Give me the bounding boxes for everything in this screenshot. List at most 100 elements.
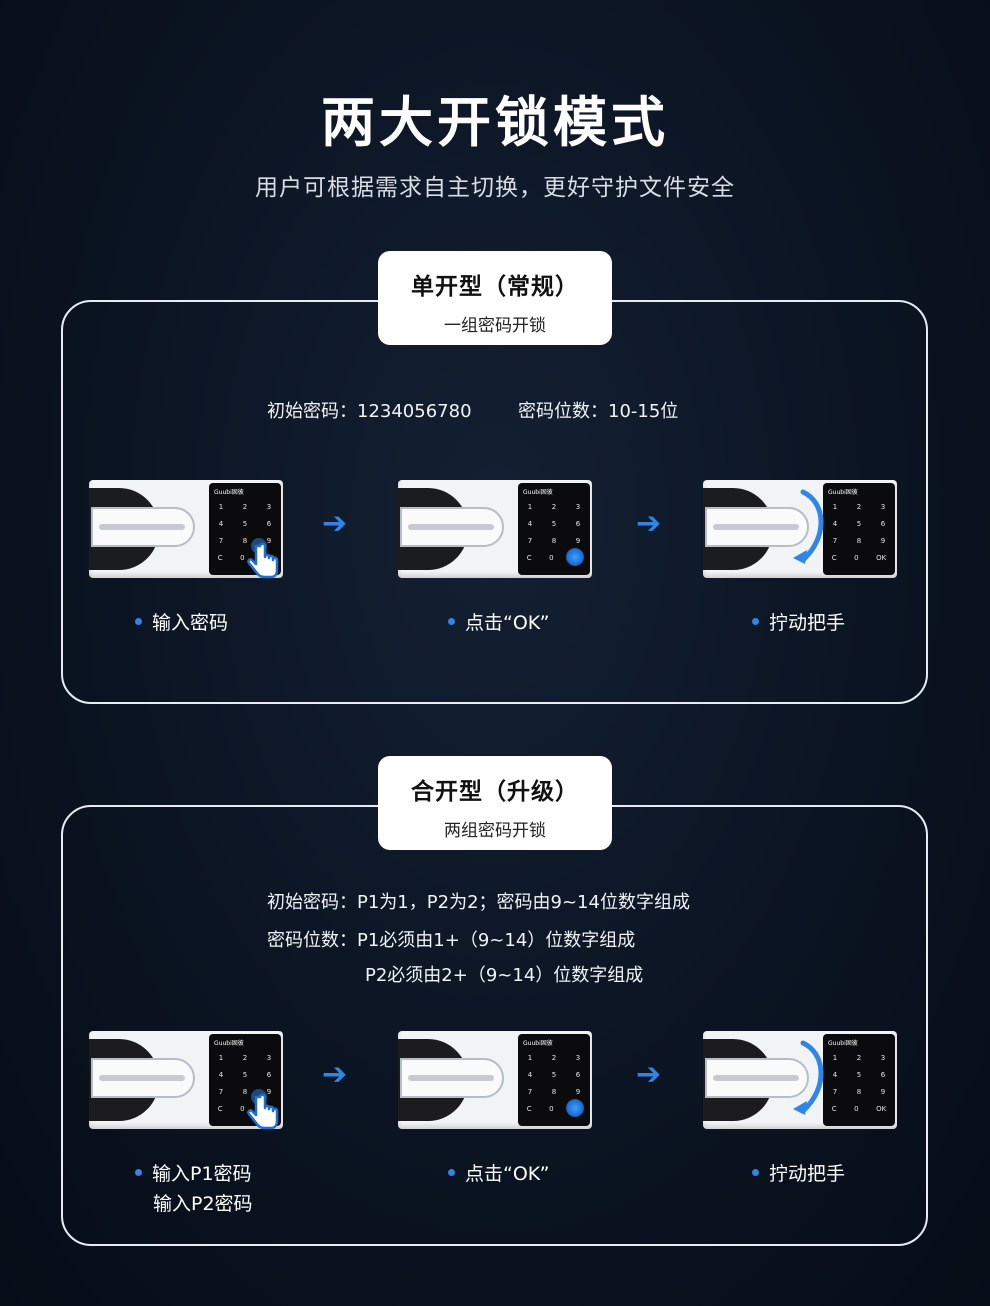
mode-desc: 两组密码开锁 <box>444 821 546 841</box>
keypad-key: 3 <box>575 503 581 511</box>
keypad-key: C <box>831 1105 837 1113</box>
info-password-length-p2: P2必须由2+（9~14）位数字组成 <box>365 965 644 986</box>
keypad-key: 8 <box>856 537 862 545</box>
step-label: 输入密码 <box>152 612 229 634</box>
lever-groove <box>408 1075 494 1081</box>
keypad-key: 2 <box>551 503 557 511</box>
keypad-key: 9 <box>880 1088 886 1096</box>
bullet-dot <box>135 618 142 625</box>
lever-groove <box>713 1075 799 1081</box>
keypad-key: OK <box>876 554 887 562</box>
step-label: 点击“OK” <box>465 612 550 634</box>
bullet-dot <box>752 1169 759 1176</box>
keypad-key: 3 <box>266 1054 272 1062</box>
keypad-row: 4 5 6 <box>518 1071 590 1079</box>
keypad-key: 2 <box>242 503 248 511</box>
keypad-key: 0 <box>854 1105 859 1113</box>
step-label: 输入P1密码 <box>152 1163 252 1185</box>
mode-tag-dual: 合开型（升级） 两组密码开锁 <box>378 756 612 850</box>
keypad-brand: Guubi固彼 <box>828 1040 858 1047</box>
keypad-brand: Guubi固彼 <box>214 1040 244 1047</box>
step-item: 拧动把手 <box>752 608 845 635</box>
keypad-key: 7 <box>832 537 838 545</box>
keypad-key: 6 <box>575 520 581 528</box>
keypad-key: 1 <box>218 1054 224 1062</box>
keypad-key: 6 <box>266 520 272 528</box>
keypad-key: 9 <box>575 537 581 545</box>
lever-groove <box>99 524 185 530</box>
bullet-dot <box>752 618 759 625</box>
keypad-key: 9 <box>575 1088 581 1096</box>
keypad-key: 5 <box>551 520 557 528</box>
keypad-key: 8 <box>856 1088 862 1096</box>
step-item: 输入P1密码 <box>135 1159 252 1186</box>
lever-groove <box>99 1075 185 1081</box>
step-item: 点击“OK” <box>448 608 550 635</box>
keypad-key: 2 <box>551 1054 557 1062</box>
keypad-key: 8 <box>551 537 557 545</box>
keypad-key: 9 <box>880 537 886 545</box>
keypad-key: 5 <box>242 520 248 528</box>
keypad-key: 0 <box>854 554 859 562</box>
bullet-dot <box>448 618 455 625</box>
keypad-key: 5 <box>551 1071 557 1079</box>
keypad-key: 1 <box>527 503 533 511</box>
lever-groove <box>713 524 799 530</box>
keypad-key: 4 <box>218 1071 224 1079</box>
keypad-key: 4 <box>832 520 838 528</box>
keypad-brand: Guubi固彼 <box>523 1040 553 1047</box>
keypad-key: 4 <box>527 1071 533 1079</box>
keypad-row: 7 8 9 <box>518 537 590 545</box>
keypad-key: 4 <box>832 1071 838 1079</box>
step-item: 输入P2密码 <box>153 1189 253 1216</box>
keypad-key: 7 <box>527 1088 533 1096</box>
keypad-key: 1 <box>527 1054 533 1062</box>
keypad-key: 1 <box>832 503 838 511</box>
keypad-brand: Guubi固彼 <box>523 489 553 496</box>
page-subtitle: 用户可根据需求自主切换，更好守护文件安全 <box>255 175 735 201</box>
keypad-key: 3 <box>266 503 272 511</box>
keypad-key: 7 <box>527 537 533 545</box>
step-label: 点击“OK” <box>465 1163 550 1185</box>
step-item: 输入密码 <box>135 608 228 635</box>
keypad-key: 5 <box>856 520 862 528</box>
keypad-row: 1 2 3 <box>209 503 281 511</box>
keypad-key: 0 <box>240 1105 245 1113</box>
info-initial-password: 初始密码：P1为1，P2为2；密码由9~14位数字组成 <box>267 892 690 913</box>
keypad-key: 6 <box>575 1071 581 1079</box>
page-title: 两大开锁模式 <box>321 91 669 154</box>
rotate-arrow-icon <box>789 1039 835 1123</box>
keypad-key: C <box>217 1105 223 1113</box>
keypad-key: 1 <box>218 503 224 511</box>
keypad-key: 2 <box>242 1054 248 1062</box>
step-label: 输入P2密码 <box>153 1193 253 1215</box>
mode-name: 单开型（常规） <box>411 274 579 300</box>
ok-press-glow-icon <box>566 548 584 566</box>
keypad-key: 0 <box>240 554 245 562</box>
keypad-key: C <box>526 554 532 562</box>
keypad-brand: Guubi固彼 <box>214 489 244 496</box>
keypad-key: 8 <box>242 1088 248 1096</box>
keypad-key: C <box>526 1105 532 1113</box>
bullet-dot <box>135 1169 142 1176</box>
keypad-key: 2 <box>856 503 862 511</box>
keypad-key: 8 <box>242 537 248 545</box>
